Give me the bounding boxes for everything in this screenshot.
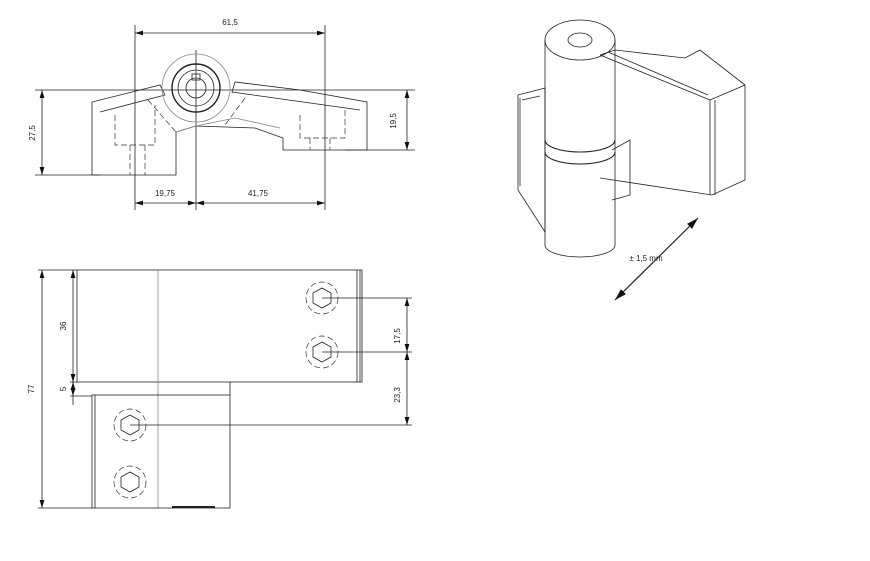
dim-label-hole-offset: 23,3: [393, 387, 402, 403]
dim-label-width: 61,5: [222, 18, 238, 27]
adjust-label: ± 1,5 mm: [629, 254, 663, 263]
dim-label-hole-spacing: 17,5: [393, 328, 402, 344]
iso-view: ± 1,5 mm: [517, 19, 746, 301]
top-view: 61,5 19,75 41,75 27,5 19,5: [28, 18, 415, 210]
dim-label-offset-right: 41,75: [248, 189, 269, 198]
screw-hole-4: [113, 465, 147, 499]
adjust-arrow: [614, 217, 699, 301]
screw-hole-2: [305, 335, 339, 369]
dim-label-total-height: 77: [27, 384, 36, 393]
front-view: 77 36 5 17,5 23,3: [27, 269, 412, 509]
dim-label-height-right: 19,5: [389, 113, 398, 129]
dim-label-height-left: 27,5: [28, 125, 37, 141]
screw-hole-1: [305, 281, 339, 315]
dim-label-offset-left: 19,75: [155, 189, 176, 198]
dim-label-upper-height: 36: [59, 321, 68, 330]
screw-hole-3: [113, 408, 147, 442]
dim-label-gap: 5: [59, 386, 68, 391]
